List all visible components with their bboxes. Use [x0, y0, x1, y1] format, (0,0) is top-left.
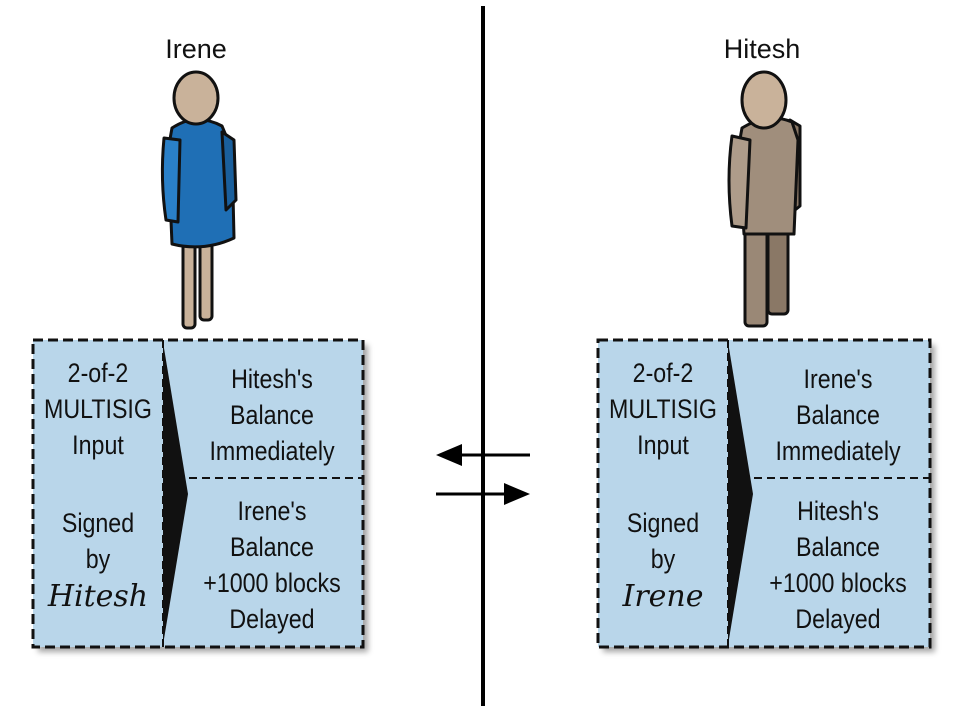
- transaction-irene: 2-of-2 MULTISIG Input Signed by Hitesh H…: [31, 338, 365, 649]
- left-out2-line-3: +1000 blocks: [203, 568, 340, 598]
- tx-pointer-icon: [728, 342, 753, 645]
- tx-box-left: [33, 340, 363, 647]
- right-out2-line-2: Balance: [796, 532, 880, 562]
- arrow-left-icon: [436, 444, 530, 466]
- left-out1-line-2: Balance: [230, 400, 314, 430]
- right-out1-line-2: Balance: [796, 400, 880, 430]
- person-hitesh-icon: [727, 70, 802, 328]
- right-input-line-3: Input: [637, 430, 689, 460]
- transaction-hitesh: 2-of-2 MULTISIG Input Signed by Irene Ir…: [596, 338, 932, 649]
- left-signed-line-1: Signed: [62, 508, 134, 538]
- left-signature: Hitesh: [47, 579, 148, 614]
- exchange-arrows: [436, 444, 530, 505]
- left-out2-line-2: Balance: [230, 532, 314, 562]
- tx-box-right: [598, 340, 930, 647]
- right-out2-line-1: Hitesh's: [797, 496, 879, 526]
- left-input-line-3: Input: [72, 430, 124, 460]
- right-out1-line-3: Immediately: [775, 436, 901, 466]
- right-input-line-2: MULTISIG: [609, 394, 717, 424]
- left-input-line-1: 2-of-2: [68, 358, 129, 388]
- tx-pointer-icon: [163, 342, 188, 645]
- person-name-irene: Irene: [165, 34, 227, 64]
- right-signed-line-2: by: [651, 544, 676, 574]
- left-signed-line-2: by: [86, 544, 111, 574]
- left-out1-line-3: Immediately: [209, 436, 335, 466]
- right-input-line-1: 2-of-2: [633, 358, 694, 388]
- left-input-line-2: MULTISIG: [44, 394, 152, 424]
- left-out2-line-4: Delayed: [229, 604, 314, 634]
- right-out2-line-4: Delayed: [795, 604, 880, 634]
- right-signed-line-1: Signed: [627, 508, 699, 538]
- person-name-hitesh: Hitesh: [724, 34, 801, 64]
- left-out2-line-1: Irene's: [238, 496, 307, 526]
- right-out1-line-1: Irene's: [804, 364, 873, 394]
- right-out2-line-3: +1000 blocks: [769, 568, 906, 598]
- right-signature: Irene: [621, 579, 703, 614]
- left-out1-line-1: Hitesh's: [231, 364, 313, 394]
- arrow-right-icon: [436, 483, 530, 505]
- person-irene-icon: [160, 70, 238, 330]
